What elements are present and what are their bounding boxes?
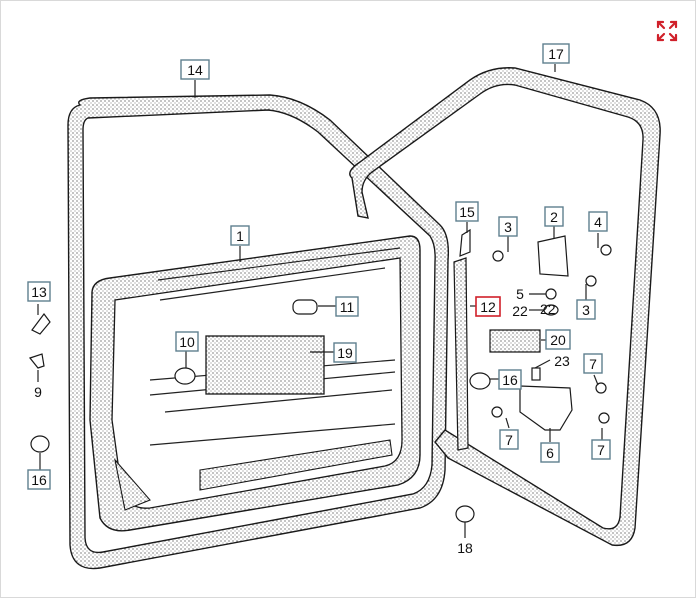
- svg-text:10: 10: [179, 334, 195, 350]
- expand-arrows-icon[interactable]: [655, 19, 679, 43]
- callout-20: 20: [545, 329, 571, 350]
- label-22b: 22: [540, 301, 556, 317]
- svg-text:7: 7: [597, 442, 605, 458]
- callout-16a: 16: [27, 469, 51, 490]
- svg-text:1: 1: [236, 228, 244, 244]
- callout-17: 17: [542, 43, 570, 64]
- callout-2: 2: [544, 206, 564, 227]
- label-23: 23: [554, 353, 570, 369]
- svg-text:4: 4: [594, 214, 602, 230]
- callout-13: 13: [27, 281, 51, 302]
- svg-text:2: 2: [550, 209, 558, 225]
- callout-3b: 3: [576, 299, 596, 320]
- callout-7b: 7: [499, 429, 519, 450]
- svg-text:16: 16: [502, 372, 518, 388]
- svg-text:16: 16: [31, 472, 47, 488]
- small-parts: [28, 228, 612, 523]
- callout-16b: 16: [498, 369, 522, 390]
- svg-text:17: 17: [548, 46, 564, 62]
- callout-4: 4: [588, 211, 608, 232]
- sound-pad-19: [205, 335, 325, 395]
- svg-text:15: 15: [459, 204, 475, 220]
- callout-labels: 1 14 17 15 2 3 4 3 11 12 10 19 20 16 13 …: [27, 43, 611, 490]
- label-18: 18: [457, 540, 473, 556]
- door-opening-seal: [349, 67, 661, 547]
- callout-7c: 7: [591, 439, 611, 460]
- svg-text:3: 3: [582, 302, 590, 318]
- callout-19: 19: [333, 342, 357, 363]
- svg-text:3: 3: [504, 219, 512, 235]
- svg-text:7: 7: [589, 356, 597, 372]
- callout-7a: 7: [583, 353, 603, 374]
- leader-lines: [37, 64, 603, 538]
- svg-text:6: 6: [546, 445, 554, 461]
- label-22a: 22: [512, 303, 528, 319]
- svg-text:19: 19: [337, 345, 353, 361]
- svg-text:14: 14: [187, 62, 203, 78]
- svg-text:7: 7: [505, 432, 513, 448]
- svg-text:12: 12: [480, 299, 496, 315]
- svg-text:13: 13: [31, 284, 47, 300]
- callout-10: 10: [175, 331, 199, 352]
- label-9: 9: [34, 384, 42, 400]
- strip-12: [453, 257, 469, 451]
- svg-text:11: 11: [340, 299, 355, 315]
- svg-text:20: 20: [550, 332, 566, 348]
- callout-11: 11: [335, 296, 359, 317]
- callout-15: 15: [455, 201, 479, 222]
- callout-14: 14: [180, 59, 210, 80]
- label-5: 5: [516, 286, 524, 302]
- callout-12: 12: [475, 296, 501, 317]
- callout-3a: 3: [498, 216, 518, 237]
- callout-6: 6: [540, 442, 560, 463]
- callout-1: 1: [230, 225, 250, 246]
- plain-labels: 5 22 22 23 9 18: [34, 286, 570, 556]
